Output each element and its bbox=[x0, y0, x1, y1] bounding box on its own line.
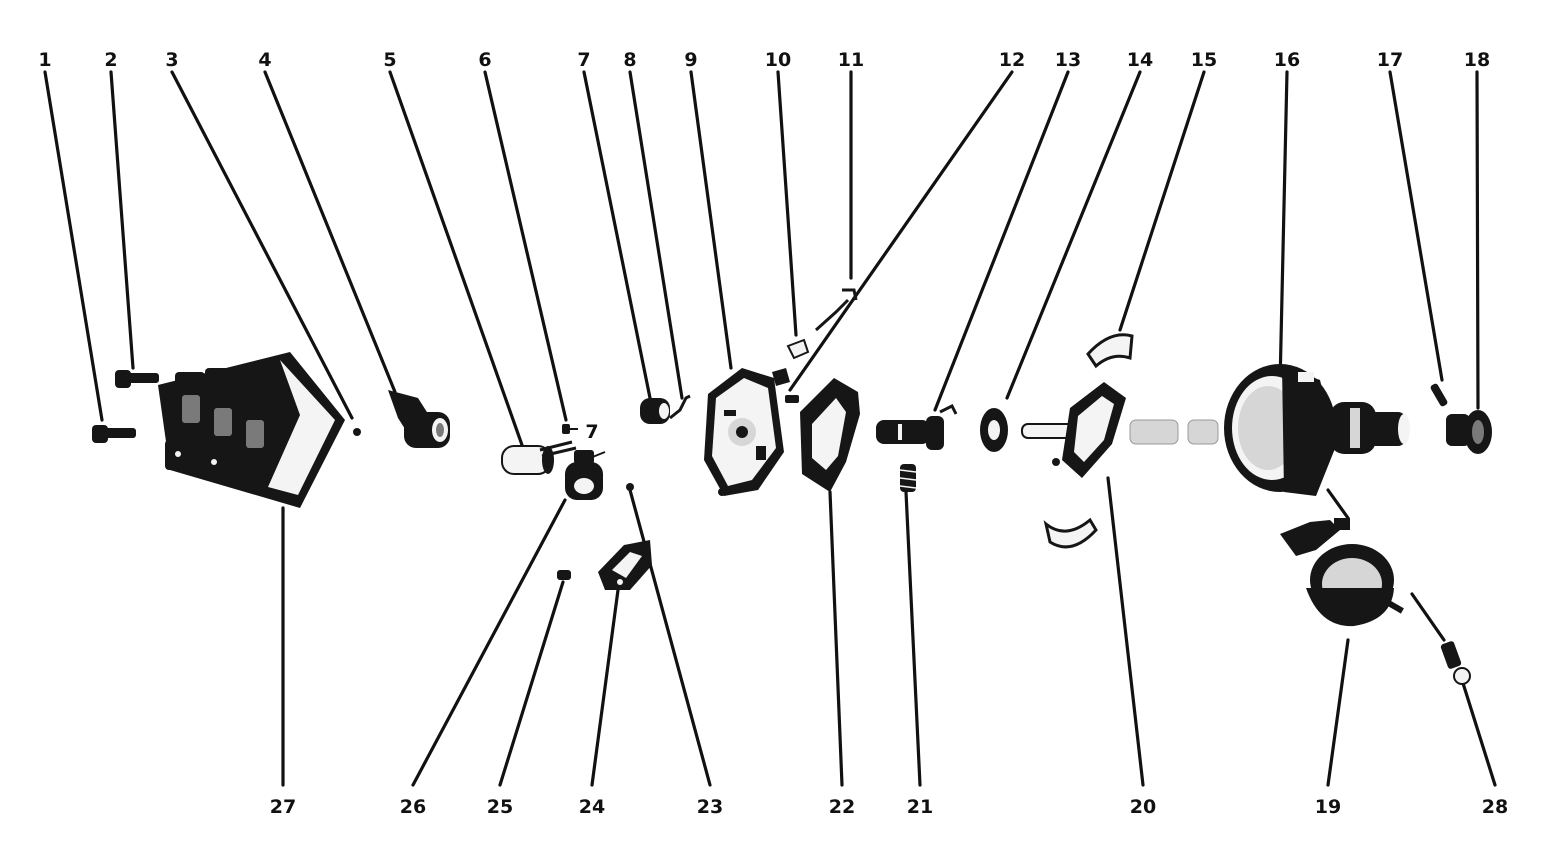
callouts-top: 1 2 3 4 5 6 7 8 9 10 11 12 13 14 15 16 1… bbox=[38, 49, 1490, 71]
callout-8: 8 bbox=[623, 49, 636, 71]
part-21-spring bbox=[899, 464, 917, 492]
callout-17: 17 bbox=[1377, 49, 1403, 71]
part-3-ball bbox=[353, 428, 361, 436]
callout-5: 5 bbox=[383, 49, 396, 71]
part-22-plate bbox=[800, 378, 860, 492]
callout-28: 28 bbox=[1482, 796, 1508, 818]
part-28-screw bbox=[1440, 641, 1471, 685]
part-1-screw bbox=[92, 425, 136, 443]
leader-15 bbox=[1118, 70, 1206, 332]
leader-12 bbox=[788, 70, 1014, 392]
callout-15: 15 bbox=[1191, 49, 1217, 71]
callout-1: 1 bbox=[38, 49, 51, 71]
leader-28b bbox=[1410, 592, 1446, 642]
callout-6: 6 bbox=[478, 49, 491, 71]
callout-11: 11 bbox=[838, 49, 864, 71]
part-16-housing bbox=[1224, 364, 1410, 496]
part-26-breaker bbox=[565, 450, 606, 500]
callout-23: 23 bbox=[697, 796, 723, 818]
part-20-cam bbox=[1021, 382, 1219, 478]
leader-16 bbox=[1278, 70, 1289, 387]
leader-18 bbox=[1475, 70, 1480, 410]
callout-25: 25 bbox=[487, 796, 513, 818]
callout-18: 18 bbox=[1464, 49, 1490, 71]
callout-19: 19 bbox=[1315, 796, 1341, 818]
leader-25 bbox=[498, 580, 565, 787]
leader-23 bbox=[628, 488, 712, 787]
callout-7: 7 bbox=[577, 49, 590, 71]
svg-text:7: 7 bbox=[585, 421, 598, 443]
callouts-bottom: 27 26 25 24 23 22 21 20 19 28 bbox=[270, 796, 1508, 818]
leader-20 bbox=[1106, 476, 1145, 787]
leader-1 bbox=[43, 70, 104, 422]
part-25-screw bbox=[557, 570, 571, 580]
parts: 7 bbox=[92, 288, 1492, 685]
leader-24 bbox=[590, 588, 620, 787]
part-24-bracket bbox=[598, 540, 652, 590]
leader-26 bbox=[411, 498, 567, 787]
part-15-weight bbox=[1086, 333, 1134, 369]
callout-26: 26 bbox=[400, 796, 426, 818]
leader-lines bbox=[43, 70, 1497, 787]
part-19-vacuum bbox=[1280, 518, 1404, 627]
callout-13: 13 bbox=[1055, 49, 1081, 71]
leader-19 bbox=[1326, 638, 1350, 787]
callout-10: 10 bbox=[765, 49, 791, 71]
leader-9 bbox=[689, 70, 733, 370]
leader-21 bbox=[904, 490, 922, 787]
part-9-breaker-plate bbox=[704, 368, 784, 496]
part-10-block bbox=[772, 338, 810, 386]
leader-10 bbox=[776, 70, 798, 337]
part-6-screw: 7 bbox=[562, 421, 599, 443]
leader-7 bbox=[582, 70, 652, 400]
part-11-lead bbox=[814, 288, 858, 332]
part-2-screw bbox=[115, 370, 159, 388]
leader-4 bbox=[263, 70, 397, 394]
leader-2 bbox=[109, 70, 135, 370]
callout-20: 20 bbox=[1130, 796, 1156, 818]
leader-22 bbox=[828, 490, 844, 787]
part-5-condenser bbox=[501, 440, 577, 475]
callout-14: 14 bbox=[1127, 49, 1153, 71]
part-4-rotor bbox=[388, 390, 450, 448]
part-12-screw bbox=[785, 395, 799, 403]
callout-21: 21 bbox=[907, 796, 933, 818]
callout-2: 2 bbox=[104, 49, 117, 71]
part-14-washer bbox=[980, 408, 1008, 452]
callout-16: 16 bbox=[1274, 49, 1300, 71]
leader-8 bbox=[628, 70, 684, 400]
leader-19b bbox=[1326, 488, 1350, 520]
leader-14 bbox=[1005, 70, 1142, 400]
part-27-distributor-cap bbox=[158, 352, 345, 508]
callout-22: 22 bbox=[829, 796, 855, 818]
leader-3 bbox=[170, 70, 354, 420]
part-18-gear bbox=[1446, 410, 1492, 454]
part-20-weight-lower bbox=[1043, 517, 1098, 549]
part-17-pin bbox=[1430, 383, 1448, 407]
callout-27: 27 bbox=[270, 796, 296, 818]
leader-6 bbox=[483, 70, 568, 422]
part-7-bushing bbox=[640, 398, 670, 424]
part-8-spring bbox=[669, 394, 691, 420]
callout-24: 24 bbox=[579, 796, 605, 818]
callout-4: 4 bbox=[258, 49, 271, 71]
callout-9: 9 bbox=[684, 49, 697, 71]
leader-28 bbox=[1460, 678, 1497, 787]
part-23-screw bbox=[626, 483, 634, 491]
part-13-shaft bbox=[876, 403, 958, 450]
callout-3: 3 bbox=[165, 49, 178, 71]
leader-5 bbox=[388, 70, 524, 447]
callout-12: 12 bbox=[999, 49, 1025, 71]
leader-17 bbox=[1388, 70, 1444, 382]
leader-13 bbox=[933, 70, 1070, 412]
